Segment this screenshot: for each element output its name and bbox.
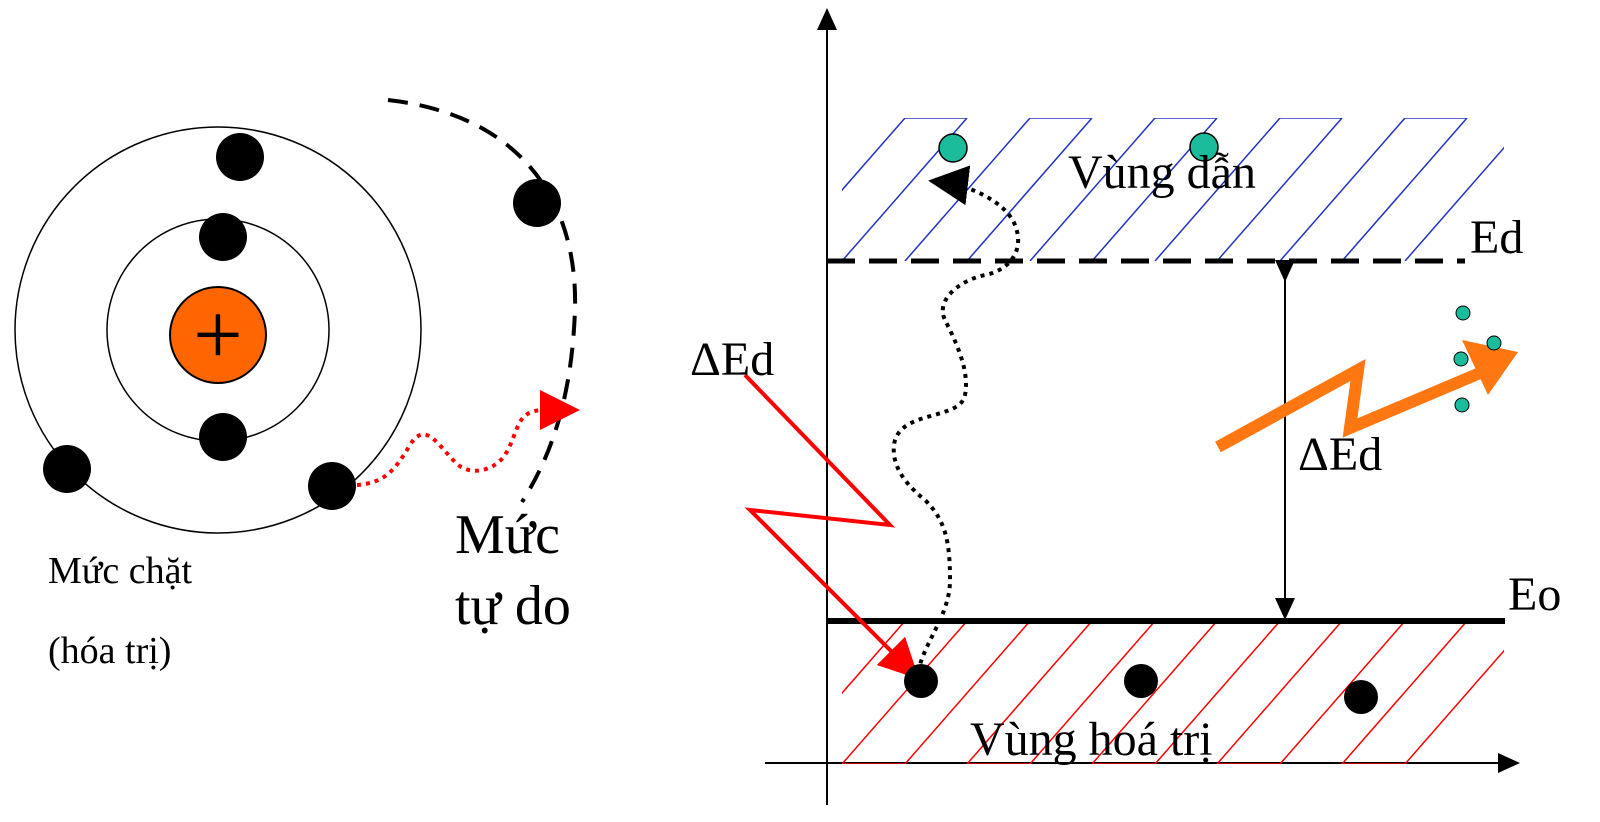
valence-edge-label: Eo: [1508, 568, 1561, 621]
electron: [308, 462, 356, 510]
electron: [199, 413, 247, 461]
emitted-electron: [1453, 351, 1469, 367]
band-diagram: Vùng dẫn Vùng hoá trị Ed Eo ΔEd ΔEd: [690, 8, 1561, 805]
photon-arrow: [743, 373, 920, 680]
electron: [199, 213, 247, 261]
bound-level-sublabel: (hóa trị): [48, 630, 171, 672]
emitted-electron: [1486, 335, 1502, 351]
conduction-edge-label: Ed: [1470, 211, 1523, 264]
nucleus-symbol: +: [193, 287, 243, 384]
free-level-label: Mức: [455, 504, 560, 566]
energy-arrow: [1215, 358, 1483, 453]
valence-electron: [1344, 680, 1378, 714]
atom-model: + Mức chặt (hóa trị) Mức tự do: [14, 98, 580, 672]
nucleus: [169, 286, 267, 384]
excited-electron: [938, 133, 968, 163]
electron: [216, 133, 264, 181]
gap-label-right: ΔEd: [1298, 428, 1382, 481]
valence-electron: [1124, 664, 1158, 698]
valence-band-hatch: [842, 621, 1504, 764]
electron: [43, 445, 91, 493]
free-level-orbit: [387, 98, 578, 504]
electron-transition-path: [891, 165, 1021, 673]
excitation-path: [356, 390, 580, 487]
outer-orbit: [14, 126, 422, 534]
energy-arrow-head: [1462, 340, 1518, 395]
free-electron: [513, 179, 561, 227]
gap-label-left: ΔEd: [690, 333, 774, 386]
conduction-band-label: Vùng dẫn: [1068, 146, 1256, 199]
emitted-electron: [1454, 397, 1470, 413]
excited-electron: [1189, 132, 1219, 162]
bound-level-label: Mức chặt: [48, 550, 192, 592]
free-level-sublabel: tự do: [455, 575, 571, 637]
valence-electron: [904, 664, 938, 698]
valence-band-label: Vùng hoá trị: [970, 713, 1213, 766]
emitted-electron: [1455, 305, 1471, 321]
